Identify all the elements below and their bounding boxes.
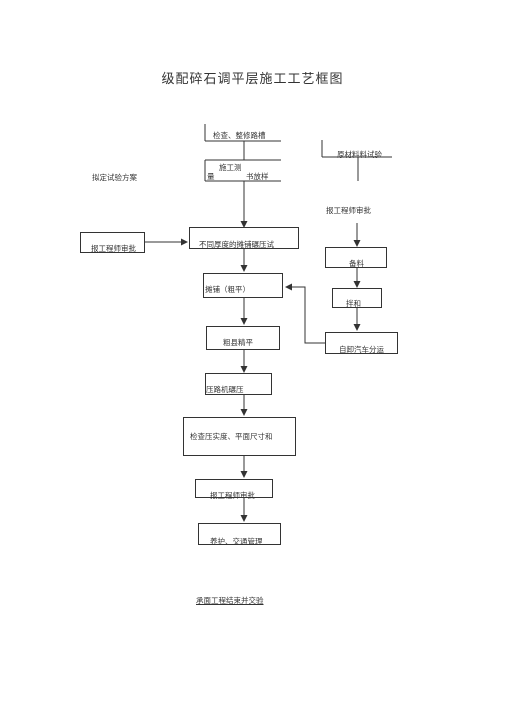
rolling-label: 压路机碾压 (206, 385, 244, 394)
engineer-approval-bottom-box: 报工程师审批 (195, 479, 273, 500)
diagram-title: 级配碎石调平层施工工艺框图 (161, 72, 344, 87)
paving-label: 摊铺（粗平） (205, 285, 250, 294)
survey-label-b: 量 (207, 172, 215, 181)
survey-label-c: 书放样 (246, 172, 269, 181)
survey-label-a: 施工测 (219, 163, 242, 172)
paving-box: 摊铺（粗平） (203, 273, 283, 298)
check-trough-label: 检查、整修路槽 (213, 131, 266, 140)
engineer-approval-top-label: 报工程师审批 (326, 206, 371, 215)
material-test-label: 原材料料试验 (337, 150, 382, 159)
truck-transport-box: 自卸汽车分运 (325, 332, 398, 354)
draft-test-plan-label: 拟定试验方案 (92, 173, 137, 182)
mixing-box: 拌和 (332, 288, 382, 308)
engineer-approval-left-label: 报工程师审批 (91, 244, 136, 253)
stock-label: 备料 (349, 259, 364, 268)
curing-label: 养护、交通管理 (210, 537, 263, 546)
curing-box: 养护、交通管理 (198, 523, 281, 545)
mixing-label: 拌和 (346, 299, 361, 308)
trial-section-label: 不同厚度的摊铺碾压试 (199, 240, 274, 249)
truck-transport-label: 自卸汽车分运 (339, 345, 384, 354)
arrow-truck-to-paving (285, 283, 325, 344)
rough-leveling-box: 粗县精平 (206, 326, 280, 350)
engineer-approval-bottom-label: 报工程师审批 (210, 491, 255, 500)
trial-section-box: 不同厚度的摊铺碾压试 (189, 227, 299, 249)
inspection-box: 检查压实度、平面尺寸和 (183, 417, 296, 456)
rolling-box: 压路机碾压 (205, 373, 272, 395)
rough-leveling-label: 粗县精平 (223, 338, 253, 347)
engineer-approval-left-box: 报工程师审批 (80, 232, 145, 253)
next-layer-label: 承面工程结束并交验 (196, 596, 264, 605)
inspection-label: 检查压实度、平面尺寸和 (190, 432, 273, 441)
stock-box: 备料 (325, 247, 387, 268)
